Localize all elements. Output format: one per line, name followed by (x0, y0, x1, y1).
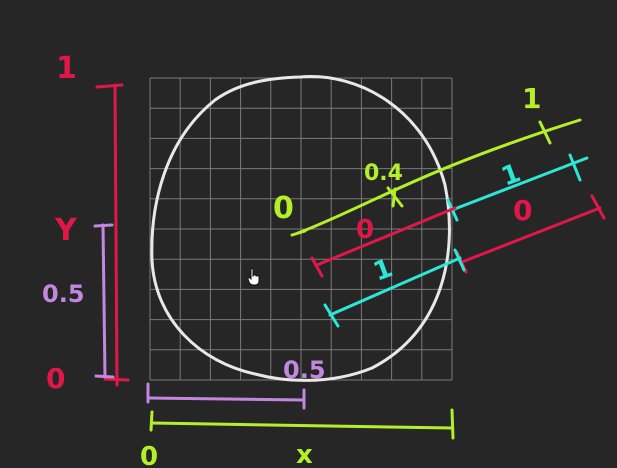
red-right-label: 0 (513, 194, 532, 227)
x-half-segment (146, 382, 306, 410)
x-axis-label: x (296, 440, 313, 468)
red-origin-label: 0 (356, 215, 374, 245)
lime-diagonal (290, 118, 582, 237)
hand-cursor-icon (247, 268, 260, 286)
cyan-origin-label: 1 (369, 253, 396, 287)
x-half-label: 0.5 (283, 356, 326, 384)
grid (149, 77, 453, 381)
y-zero-label: 0 (46, 362, 65, 395)
lime-end-label: 1 (522, 82, 541, 115)
y-half-label: 0.5 (42, 280, 85, 308)
cyan-end-label: 1 (497, 158, 524, 192)
circle-outline (150, 75, 451, 382)
cyan-lower-diagonal (323, 248, 466, 328)
y-half-segment (93, 223, 115, 379)
lime-origin-label: 0 (273, 191, 294, 226)
x-zero-label: 0 (140, 442, 158, 468)
x-axis-lime (149, 408, 455, 440)
y-top-label: 1 (56, 51, 77, 86)
red-middle-diagonal (310, 206, 457, 278)
y-axis-red (95, 83, 130, 387)
lime-mid-label: 0.4 (364, 161, 403, 186)
y-axis-label: Y (54, 213, 78, 248)
